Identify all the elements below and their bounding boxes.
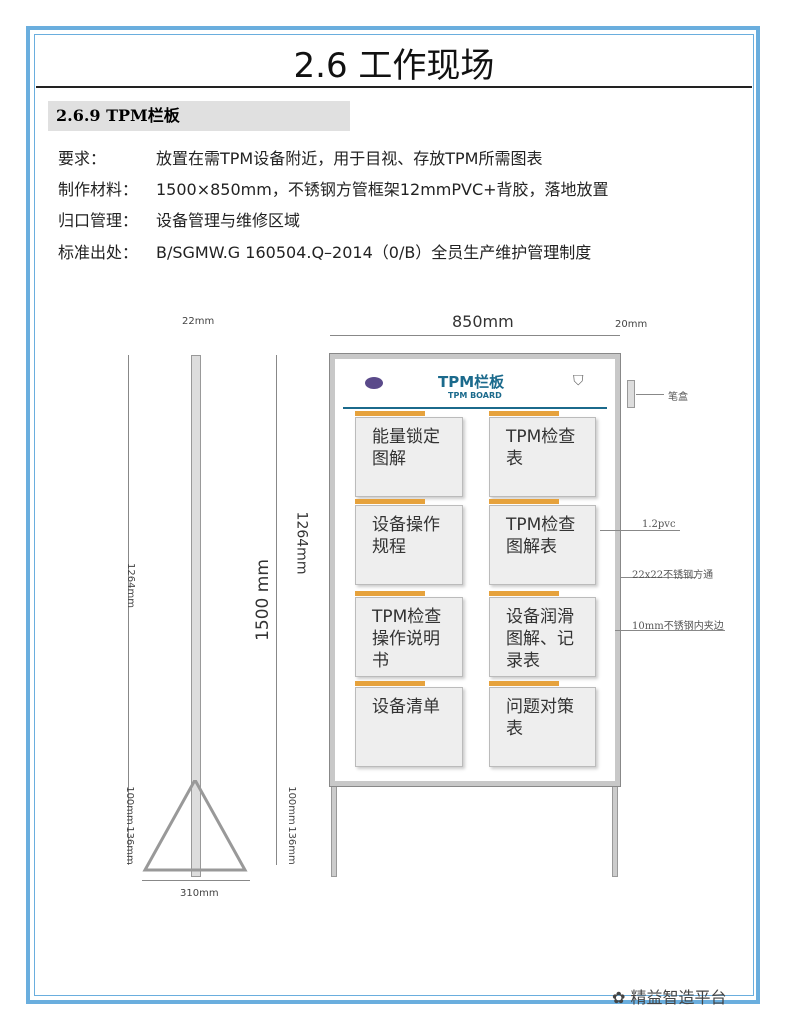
board-subtitle: TPM BOARD	[448, 391, 502, 400]
requirement-row: 标准出处： B/SGMW.G 160504.Q–2014（0/B）全员生产维护管理…	[58, 239, 591, 263]
board-leg	[612, 785, 618, 877]
panel-tag	[355, 681, 425, 686]
annotation: 1.2pvc	[642, 519, 676, 530]
panel-tag	[489, 591, 559, 596]
watermark: ✿ 精益智造平台	[612, 984, 727, 1008]
wechat-icon: ✿	[612, 988, 631, 1007]
annotation: 10mm不锈钢内夹边	[632, 621, 724, 632]
dim-label: 1500 mm	[252, 559, 273, 641]
leader-line	[636, 394, 664, 395]
dim-label: 1264mm	[124, 563, 136, 608]
dim-line	[142, 880, 250, 881]
dim-line	[276, 355, 277, 865]
panel-tag	[355, 499, 425, 504]
panel-tag	[489, 411, 559, 416]
dim-label: 136mm	[285, 826, 297, 865]
annotation: 22x22不锈钢方通	[632, 570, 714, 581]
page-inner-frame	[34, 34, 754, 996]
leader-line	[600, 530, 680, 531]
req-value: 放置在需TPM设备附近，用于目视、存放TPM所需图表	[156, 149, 543, 168]
shield-icon: ⛉	[573, 373, 584, 389]
panel-tag	[489, 681, 559, 686]
document-panel: 设备润滑图解、记录表	[489, 597, 596, 677]
req-label: 制作材料：	[58, 180, 139, 199]
dim-label: 1264mm	[293, 511, 310, 575]
side-base	[142, 780, 248, 872]
board-header: TPM栏板 TPM BOARD ⛉	[343, 369, 607, 409]
req-value: 设备管理与维修区域	[156, 211, 301, 230]
requirement-row: 要求： 放置在需TPM设备附近，用于目视、存放TPM所需图表	[58, 145, 542, 169]
req-label: 标准出处：	[58, 243, 139, 262]
document-panel: TPM检查操作说明书	[355, 597, 463, 677]
company-logo	[365, 377, 383, 389]
title-divider	[36, 86, 752, 88]
panel-tag	[355, 411, 425, 416]
document-panel: TPM检查图解表	[489, 505, 596, 585]
dim-line	[128, 355, 129, 865]
dim-label: 100mm	[123, 786, 135, 825]
dim-label: 22mm	[182, 316, 215, 327]
dim-label: 136mm	[123, 826, 135, 865]
document-panel: 能量锁定图解	[355, 417, 463, 497]
dim-line	[330, 335, 620, 336]
document-panel: 设备清单	[355, 687, 463, 767]
annotation: 笔盒	[668, 392, 688, 403]
page-frame	[26, 26, 760, 1004]
board-leg	[331, 785, 337, 877]
section-heading: 2.6.9 TPM栏板	[48, 101, 350, 131]
req-value: B/SGMW.G 160504.Q–2014（0/B）全员生产维护管理制度	[156, 243, 592, 262]
document-panel: 问题对策表	[489, 687, 596, 767]
req-value: 1500×850mm，不锈钢方管框架12mmPVC+背胶，落地放置	[156, 180, 609, 199]
dim-label: 20mm	[615, 319, 648, 330]
pen-box	[627, 380, 635, 408]
requirement-row: 制作材料： 1500×850mm，不锈钢方管框架12mmPVC+背胶，落地放置	[58, 176, 609, 200]
leader-line	[620, 577, 695, 578]
side-post	[191, 355, 201, 877]
req-label: 要求：	[58, 149, 107, 168]
panel-tag	[489, 499, 559, 504]
requirement-row: 归口管理： 设备管理与维修区域	[58, 207, 300, 231]
leader-line	[615, 630, 725, 631]
board-title: TPM栏板	[438, 373, 505, 391]
panel-tag	[355, 591, 425, 596]
dim-label: 850mm	[452, 312, 514, 331]
document-panel: 设备操作规程	[355, 505, 463, 585]
page-title: 2.6 工作现场	[293, 46, 495, 86]
req-label: 归口管理：	[58, 211, 139, 230]
watermark-text: 精益智造平台	[630, 988, 727, 1007]
document-panel: TPM检查表	[489, 417, 596, 497]
dim-label: 100mm	[285, 786, 297, 825]
dim-label: 310mm	[180, 888, 219, 899]
